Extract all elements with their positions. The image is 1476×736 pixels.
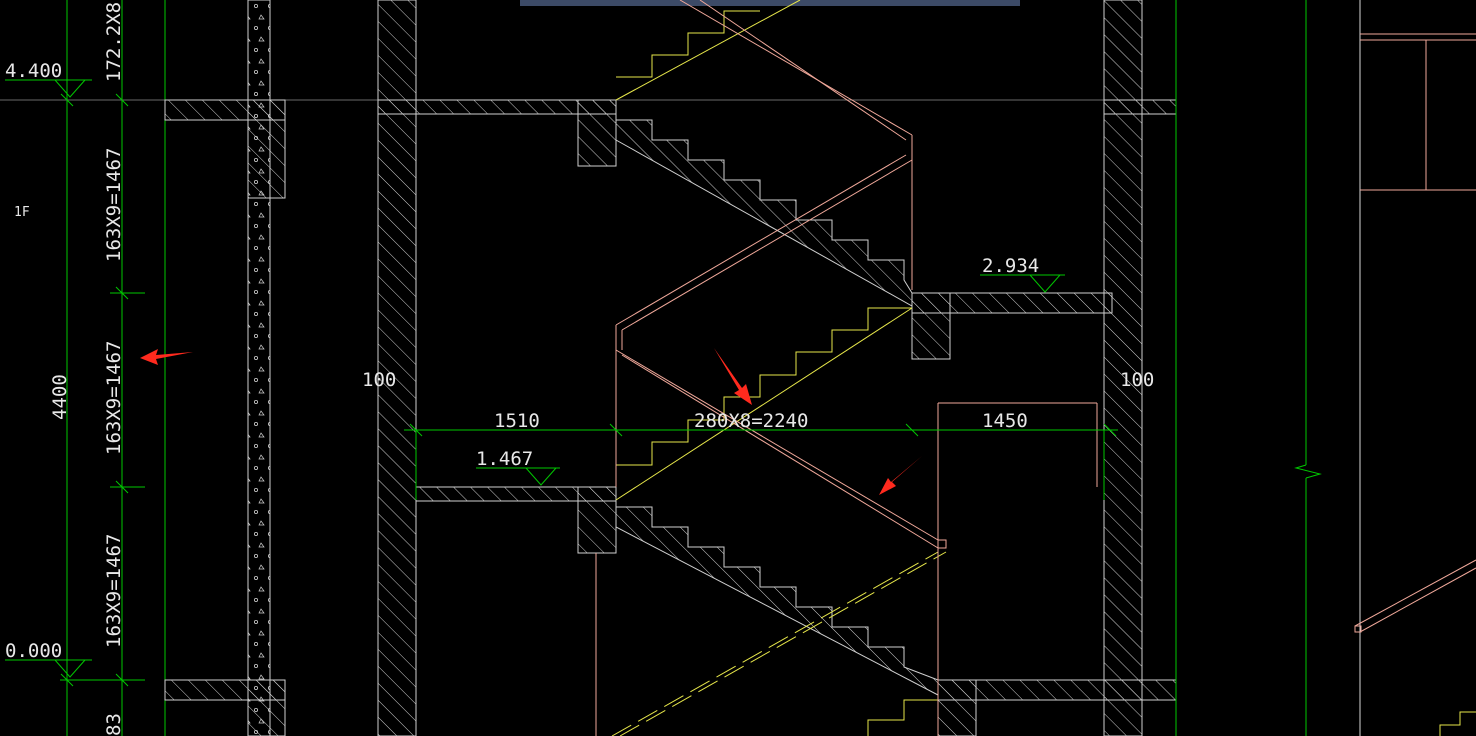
dim-top-partial: 172.2X8 [103, 2, 125, 82]
dim-wall-right: 100 [1120, 369, 1154, 391]
dim-stair-run: 280X8=2240 [694, 410, 808, 432]
left-wall-column [164, 0, 286, 736]
elevation-marker-landing-upper: 2.934 [980, 255, 1065, 293]
elevation-marker-top: 4.400 [5, 60, 92, 98]
annotation-arrow-right [879, 456, 922, 495]
stair-line-set [611, 0, 947, 736]
dim-lower-run: 163X9=1467 [103, 534, 125, 648]
top-toolbar-strip [520, 0, 1020, 6]
dim-wall-left: 100 [362, 369, 396, 391]
stair-wall-right [911, 0, 1177, 736]
elevation-landing-upper-label: 2.934 [982, 255, 1039, 277]
handrail-lines [595, 0, 1098, 736]
dim-upper-run: 163X9=1467 [103, 148, 125, 262]
elevation-marker-bottom: 0.000 [5, 640, 92, 678]
elevation-top-label: 4.400 [5, 60, 62, 82]
dim-left-landing: 1510 [494, 410, 540, 432]
stair-flight-lower [615, 506, 939, 696]
floor-label: 1F [14, 205, 30, 220]
horizontal-dimension-line [404, 423, 1118, 500]
stair-wall-left [377, 0, 617, 736]
dim-middle-run: 163X9=1467 [103, 341, 125, 455]
annotation-arrow-left [140, 349, 193, 365]
elevation-marker-landing-lower: 1.467 [476, 448, 560, 486]
dim-right-landing: 1450 [982, 410, 1028, 432]
dim-total-height: 4400 [49, 374, 71, 420]
stair-flight-upper [615, 119, 913, 307]
right-elevation-section [1294, 0, 1476, 736]
elevation-landing-lower-label: 1.467 [476, 448, 533, 470]
annotation-arrow-center [714, 348, 752, 405]
elevation-bottom-label: 0.000 [5, 640, 62, 662]
dim-bottom-partial: 83 [103, 713, 125, 736]
